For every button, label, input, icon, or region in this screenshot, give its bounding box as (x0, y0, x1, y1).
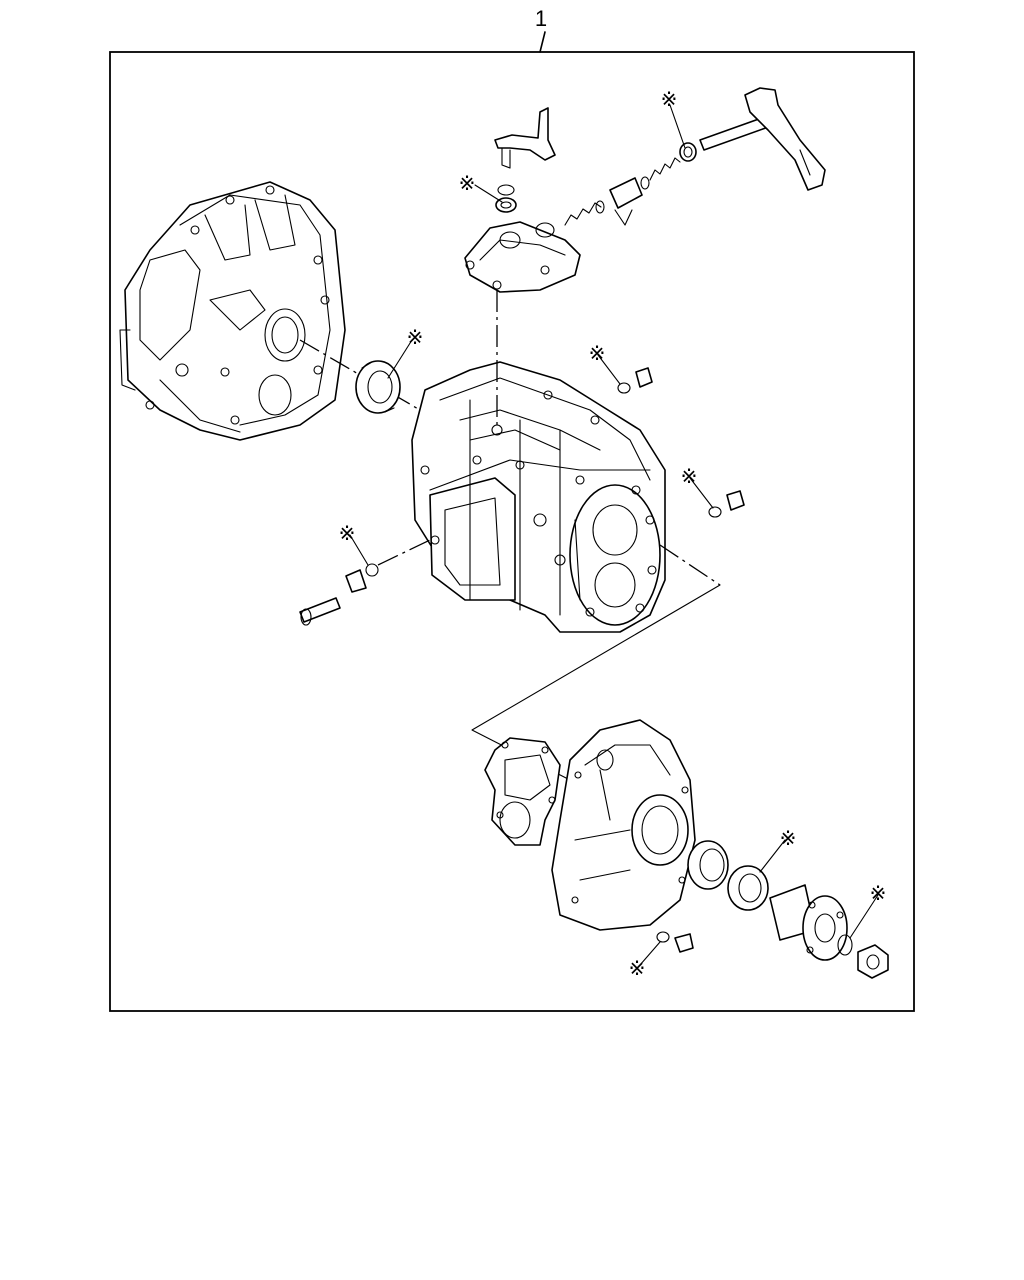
shift-cover (464, 221, 581, 293)
asterisk-markers: ※ ※ ※ ※ ※ ※ ※ ※ ※ (339, 89, 887, 980)
flange-o-ring (837, 934, 853, 956)
asterisk-marker-icon: ※ (589, 343, 606, 365)
diagram-frame (109, 51, 915, 1012)
rear-bearing (687, 840, 729, 890)
rear-gasket (484, 737, 561, 846)
shift-washer-top (495, 184, 517, 213)
rear-oil-seal (727, 865, 769, 911)
asterisk-marker-icon: ※ (870, 883, 887, 905)
asterisk-marker-icon: ※ (459, 173, 476, 195)
transfer-adapter-housing (551, 719, 696, 931)
callout-number: 1 (535, 6, 547, 31)
plug-bolt-right (708, 490, 745, 518)
plug-bolt-top-right (617, 367, 653, 394)
asterisk-marker-icon: ※ (629, 958, 646, 980)
transmission-case (411, 361, 666, 633)
shift-rod (679, 87, 826, 191)
drain-plug-bottom (656, 931, 694, 953)
asterisk-marker-icon: ※ (661, 89, 678, 111)
asterisk-marker-icon: ※ (407, 327, 424, 349)
clutch-housing (119, 181, 421, 441)
detent-springs (564, 157, 681, 226)
flange-nut (857, 944, 889, 979)
shift-arm (494, 107, 556, 169)
plug-bolt-left (299, 539, 431, 626)
asterisk-marker-icon: ※ (339, 523, 356, 545)
callout-leader (539, 31, 546, 53)
oil-seal-front (355, 360, 401, 414)
asterisk-marker-icon: ※ (681, 466, 698, 488)
companion-flange (769, 884, 848, 961)
marker-leaders (349, 104, 879, 966)
asterisk-marker-icon: ※ (780, 828, 797, 850)
